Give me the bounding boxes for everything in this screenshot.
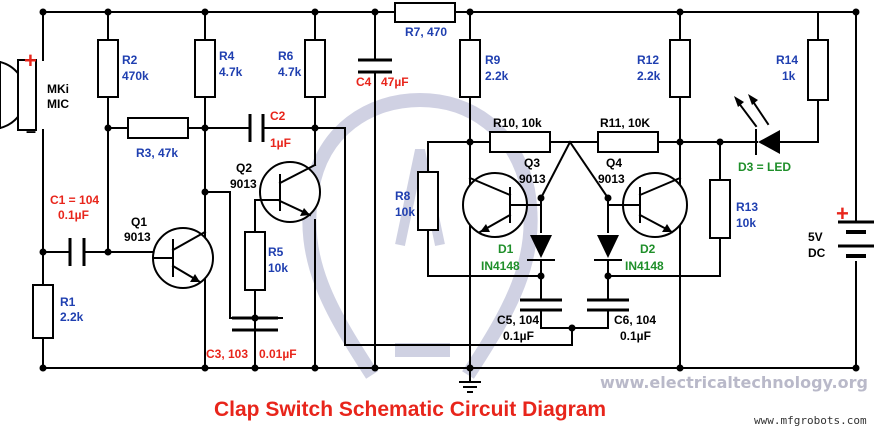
mic-minus-sign: –	[26, 121, 36, 141]
circuit-wires	[42, 11, 857, 393]
r13-label-value: 10k	[736, 216, 756, 230]
diode-d1-icon	[527, 235, 555, 261]
q4-label-type: 9013	[598, 172, 625, 186]
r1-label-value: 2.2k	[60, 310, 84, 324]
r14-label-name: R14	[776, 53, 798, 67]
battery-plus-sign: +	[836, 201, 849, 226]
corner-watermark: www.mfgrobots.com	[754, 414, 867, 427]
r9-label-value: 2.2k	[485, 69, 509, 83]
transistor-q4-icon	[607, 172, 688, 238]
c4-label-value: 47µF	[381, 75, 409, 89]
r12-label-value: 2.2k	[637, 69, 661, 83]
d3-label: D3 = LED	[738, 160, 791, 174]
r8-label-name: R8	[395, 189, 411, 203]
supply-label-line2: DC	[808, 246, 826, 260]
d2-label-name: D2	[640, 242, 656, 256]
r4-label-value: 4.7k	[219, 65, 243, 79]
battery-icon	[838, 220, 874, 258]
mic-plus-sign: +	[24, 48, 37, 73]
d1-label-type: IN4148	[481, 259, 520, 273]
r8-label-value: 10k	[395, 205, 415, 219]
c5-label-name: C5, 104	[497, 313, 539, 327]
c6-label-value: 0.1µF	[620, 329, 651, 343]
supply-label-line1: 5V	[808, 230, 823, 244]
c2-label-name: C2	[270, 109, 286, 123]
c2-label-value: 1µF	[270, 136, 291, 150]
c3-label-value: 0.01µF	[259, 347, 297, 361]
d2-label-type: IN4148	[625, 259, 664, 273]
site-watermark: www.electricaltechnology.org	[600, 373, 868, 392]
transistor-q2-icon	[254, 161, 321, 223]
q1-label-type: 9013	[124, 230, 151, 244]
c1-label-name: C1 = 104	[50, 193, 99, 207]
r10-label: R10, 10k	[493, 116, 542, 130]
transistor-q3-icon	[462, 172, 542, 238]
c6-label-name: C6, 104	[614, 313, 656, 327]
r5-label-value: 10k	[268, 261, 288, 275]
r4-label-name: R4	[219, 49, 235, 63]
r7-label: R7, 470	[405, 25, 447, 39]
q2-label-name: Q2	[236, 161, 252, 175]
q4-label-name: Q4	[606, 156, 622, 170]
q3-label-type: 9013	[519, 172, 546, 186]
resistor-bodies	[32, 2, 829, 339]
q1-label-name: Q1	[131, 215, 147, 229]
c3-label-name: C3, 103	[206, 347, 248, 361]
r14-label-value: 1k	[782, 69, 796, 83]
r2-label-name: R2	[122, 53, 138, 67]
c5-label-value: 0.1µF	[503, 329, 534, 343]
c4-label-name: C4	[356, 75, 372, 89]
diode-d2-icon	[594, 235, 622, 261]
r9-label-name: R9	[485, 53, 501, 67]
junction-dots	[39, 8, 860, 372]
q2-label-type: 9013	[230, 177, 257, 191]
diagram-title: Clap Switch Schematic Circuit Diagram	[214, 398, 606, 421]
r6-label-name: R6	[278, 49, 294, 63]
r2-label-value: 470k	[122, 69, 149, 83]
transistor-q1-icon	[152, 227, 214, 289]
r1-label-name: R1	[60, 295, 76, 309]
mic-label-line2: MIC	[47, 97, 69, 111]
led-d3-icon	[734, 94, 780, 155]
mic-label-line1: MKi	[47, 82, 69, 96]
d1-label-name: D1	[498, 242, 514, 256]
r11-label: R11, 10K	[600, 116, 650, 130]
r12-label-name: R12	[637, 53, 659, 67]
r5-label-name: R5	[268, 245, 284, 259]
c1-label-value: 0.1µF	[58, 208, 89, 222]
q3-label-name: Q3	[524, 156, 540, 170]
r6-label-value: 4.7k	[278, 65, 302, 79]
r13-label-name: R13	[736, 200, 758, 214]
microphone-icon	[0, 59, 37, 131]
r3-label: R3, 47k	[136, 146, 178, 160]
capacitor-plates	[68, 58, 629, 332]
